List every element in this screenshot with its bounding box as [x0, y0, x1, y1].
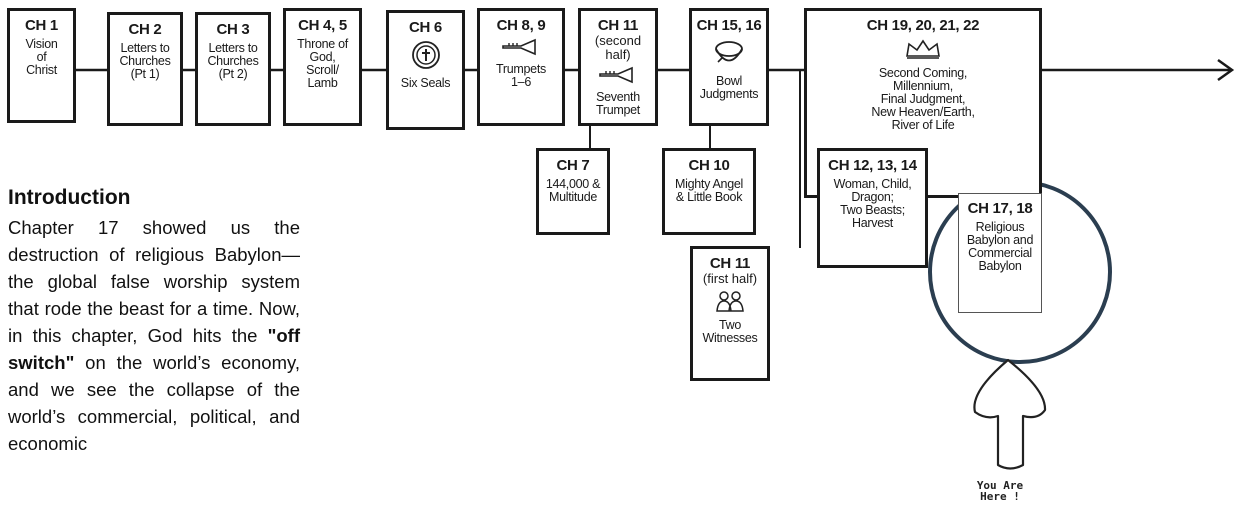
interlude-chapter-box: CH 12, 13, 14 Woman, Child, Dragon; Two B…	[817, 148, 928, 268]
timeline-chapter-box: CH 11(second half) Seventh Trumpet	[578, 8, 658, 126]
chapter-description: Six Seals	[400, 76, 451, 90]
chapter-label: CH 12, 13, 14	[828, 157, 917, 174]
interlude-chapter-box: CH 17, 18 Religious Babylon and Commercia…	[958, 193, 1042, 313]
witnesses-icon	[693, 290, 767, 317]
chapter-description: Mighty Angel & Little Book	[675, 177, 743, 204]
interlude-chapter-box: CH 10 Mighty Angel & Little Book	[662, 148, 756, 235]
timeline-chapter-box: CH 4, 5 Throne of God, Scroll/ Lamb	[283, 8, 362, 126]
interlude-chapter-box: CH 7 144,000 & Multitude	[536, 148, 610, 235]
chapter-label: CH 19, 20, 21, 22	[866, 17, 980, 34]
you-are-here-line-2: Here !	[980, 490, 1020, 503]
timeline-chapter-box: CH 3 Letters to Churches (Pt 2)	[195, 12, 271, 126]
chapter-label: CH 8, 9	[496, 17, 546, 34]
intro-text-1: Chapter 17 showed us the destruction of …	[8, 217, 300, 346]
you-are-here-arrow-icon	[973, 358, 1047, 470]
chapter-label: CH 4, 5	[298, 17, 347, 34]
chapter-description: Two Witnesses	[702, 318, 758, 345]
intro-text-off-switch: "off switch"	[8, 325, 300, 373]
introduction-heading: Introduction	[8, 186, 131, 209]
seal-icon	[389, 40, 462, 75]
chapter-label: CH 7	[556, 157, 590, 174]
chapter-label: CH 11	[597, 17, 639, 34]
introduction-text: Chapter 17 showed us the destruction of …	[8, 214, 300, 457]
chapter-label: CH 1	[25, 17, 58, 34]
introduction-section: Introduction Chapter 17 showed us the de…	[8, 186, 300, 457]
you-are-here-line-1: You Are	[976, 479, 1024, 492]
chapter-description: Vision of Christ	[25, 37, 58, 77]
trumpet-icon	[581, 66, 655, 89]
chapter-description: Second Coming, Millennium, Final Judgmen…	[871, 66, 975, 132]
chapter-description: Woman, Child, Dragon; Two Beasts; Harves…	[833, 177, 912, 230]
timeline-chapter-box: CH 2 Letters to Churches (Pt 1)	[107, 12, 183, 126]
chapter-label: CH 11	[709, 255, 751, 272]
chapter-label: CH 6	[409, 19, 442, 36]
chapter-description: Religious Babylon and Commercial Babylon	[966, 220, 1034, 273]
timeline-chapter-box: CH 8, 9 Trumpets 1–6	[477, 8, 565, 126]
chapter-label: CH 17, 18	[967, 200, 1033, 217]
trumpet-icon	[480, 38, 562, 61]
crown-icon	[807, 38, 1039, 65]
timeline-chapter-box: CH 6 Six Seals	[386, 10, 465, 130]
bowl-icon	[692, 38, 766, 73]
chapter-description: Letters to Churches (Pt 1)	[119, 41, 171, 81]
chapter-description: Trumpets 1–6	[496, 62, 546, 89]
chapter-label: CH 3	[216, 21, 250, 38]
chapter-description: Throne of God, Scroll/ Lamb	[297, 37, 348, 90]
chapter-description: Bowl Judgments	[699, 74, 759, 101]
interlude-chapter-box: CH 11(first half) Two Witnesses	[690, 246, 770, 381]
chapter-description: Letters to Churches (Pt 2)	[207, 41, 259, 81]
chapter-description: 144,000 & Multitude	[545, 177, 601, 204]
chapter-label: CH 10	[688, 157, 730, 174]
chapter-label: CH 15, 16	[696, 17, 762, 34]
you-are-here-label: You Are Here !	[950, 480, 1050, 502]
timeline-chapter-box: CH 15, 16 Bowl Judgments	[689, 8, 769, 126]
chapter-sublabel: (second half)	[594, 33, 642, 62]
timeline-chapter-box: CH 1 Vision of Christ	[7, 8, 76, 123]
chapter-description: Seventh Trumpet	[596, 90, 640, 117]
chapter-sublabel: (first half)	[702, 271, 758, 286]
timeline-arrowhead	[1217, 58, 1235, 82]
chapter-label: CH 2	[128, 21, 162, 38]
intro-text-2: on the world’s economy, and we see the c…	[8, 352, 300, 454]
